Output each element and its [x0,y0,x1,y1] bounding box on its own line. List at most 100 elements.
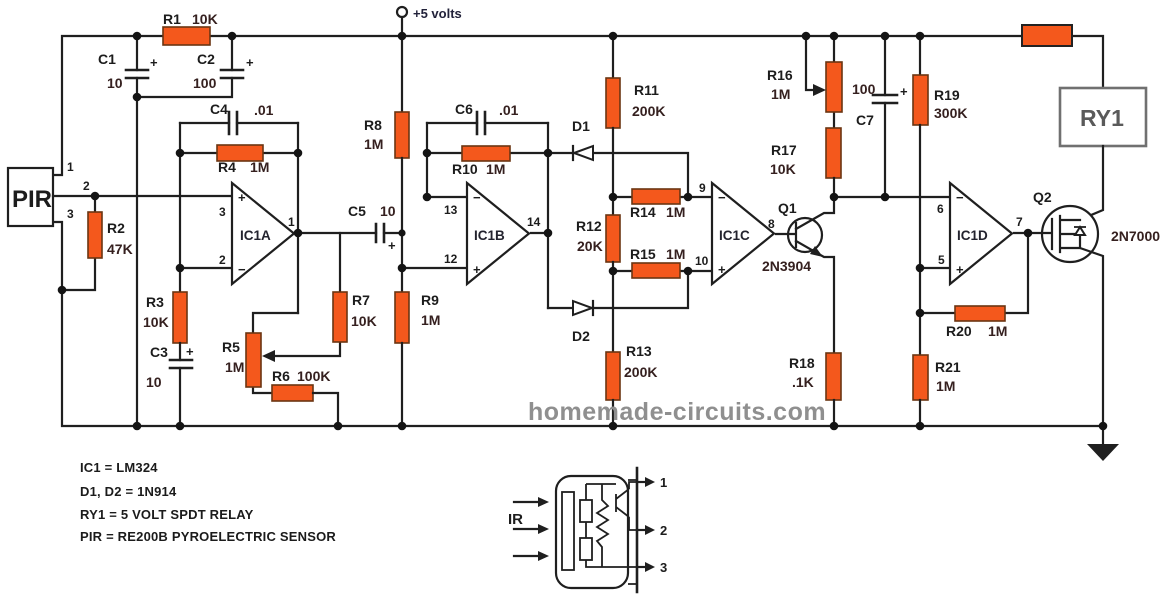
q2-part: 2N7000 [1111,228,1160,244]
resistor-r21: R21 1M [912,266,961,428]
capacitor-c2: C2 + 100 [135,34,254,99]
c6-ref: C6 [455,101,473,117]
ic1c-pin-out: 8 [768,217,775,231]
r3-ref: R3 [146,294,164,310]
ic1d-label: IC1D [957,228,988,243]
d1-label: D1 [572,118,590,134]
legend-line-1: IC1 = LM324 [80,460,158,475]
ic1d-pin-out: 7 [1016,215,1023,229]
r2-ref: R2 [107,220,125,236]
ground-symbol [1087,424,1119,461]
opamp-ic1d: − + IC1D 6 5 7 [937,180,1023,287]
r21-value: 1M [936,378,955,394]
pir-label: PIR [12,186,52,213]
ic1d-pin-top: 6 [937,202,944,216]
r9-ref: R9 [421,292,439,308]
supply-terminal: +5 volts [395,5,462,21]
transistor-q2-mosfet: Q2 2N7000 [1012,189,1160,428]
ic1b-pin-out: 14 [527,215,541,229]
r18-value: .1K [792,374,814,390]
legend-line-4: PIR = RE200B PYROELECTRIC SENSOR [80,529,336,544]
c3-plus: + [186,344,194,359]
r12-ref: R12 [576,218,602,234]
q1-part: 2N3904 [762,258,811,274]
pir-pin3: 3 [67,207,74,221]
sensor-pin3: 3 [660,560,667,575]
resistor-r17: R17 10K [770,127,952,199]
ic1a-label: IC1A [240,228,271,243]
ground-rail-wire [51,220,1105,428]
junction-dots [57,31,1108,431]
opamp-ic1a: + − IC1A 3 2 1 [219,180,296,287]
r12-value: 20K [577,238,603,254]
c5-value: 10 [380,203,396,219]
ic1a-pin-out: 1 [288,215,295,229]
r4-ref: R4 [218,159,236,175]
r16-ref: R16 [767,67,793,83]
pir-pin2: 2 [83,179,90,193]
r2-value: 47K [107,241,133,257]
r15-value: 1M [666,246,685,262]
resistor-r16-pot: R16 1M [767,34,843,130]
ic1b-sign-bottom: + [473,262,481,277]
r5-ref: R5 [222,339,240,355]
r1-ref: R1 [163,11,181,27]
r9-value: 1M [421,312,440,328]
c1-value: 10 [107,75,123,91]
resistor-r18: R18 .1K [789,352,842,428]
resistor-r9: R9 1M [394,266,469,428]
resistor-r4: R4 1M [178,121,300,315]
r8-value: 1M [364,136,383,152]
r6-value: 100K [297,368,330,384]
r1-value: 10K [192,11,218,27]
ic1c-sign-bottom: + [718,262,726,277]
c1-ref: C1 [98,51,116,67]
r13-ref: R13 [626,343,652,359]
d2-label: D2 [572,328,590,344]
resistor-r13: R13 200K [605,343,657,428]
q1-ref: Q1 [778,200,797,216]
capacitor-c3: C3 + 10 [146,341,194,428]
capacitor-c1: C1 + 10 [98,34,158,428]
c3-value: 10 [146,374,162,390]
r20-value: 1M [988,323,1007,339]
r20-ref: R20 [946,323,972,339]
resistor-r11: R11 200K [605,34,665,199]
r16-value: 1M [771,86,790,102]
capacitor-c4: C4 .01 [178,101,300,136]
c1-plus: + [150,55,158,70]
r8-ref: R8 [364,117,382,133]
r7-ref: R7 [352,292,370,308]
legend-line-2: D1, D2 = 1N914 [80,484,177,499]
ic1b-pin-top: 13 [444,203,458,217]
r13-value: 200K [624,364,657,380]
r7-value: 10K [351,313,377,329]
ic1c-sign-top: − [718,190,726,205]
sensor-pin2: 2 [660,523,667,538]
ic1d-sign-top: − [956,190,964,205]
r10-ref: R10 [452,161,478,177]
capacitor-c7: 100 + C7 [852,34,908,199]
resistor-r3: R3 10K [143,266,234,344]
r19-ref: R19 [934,87,960,103]
ic1c-label: IC1C [719,228,750,243]
ic1b-sign-top: − [473,190,481,205]
supply-label: +5 volts [413,6,462,21]
resistor-r14: R14 1M [611,188,714,220]
c4-value: .01 [254,102,274,118]
r19-value: 300K [934,105,967,121]
r5-value: 1M [225,359,244,375]
resistor-r10: R10 1M [425,121,550,310]
c2-plus: + [246,55,254,70]
c7-plus: + [900,84,908,99]
ic1c-pin-top: 9 [699,181,706,195]
legend-line-3: RY1 = 5 VOLT SPDT RELAY [80,507,254,522]
ir-label: IR [508,511,523,528]
r10-value: 1M [486,161,505,177]
resistor-r20: R20 1M [918,231,1030,339]
resistor-r12: R12 20K [576,195,621,354]
c2-ref: C2 [197,51,215,67]
c3-ref: C3 [150,344,168,360]
resistor-r7: R7 10K [332,231,377,343]
